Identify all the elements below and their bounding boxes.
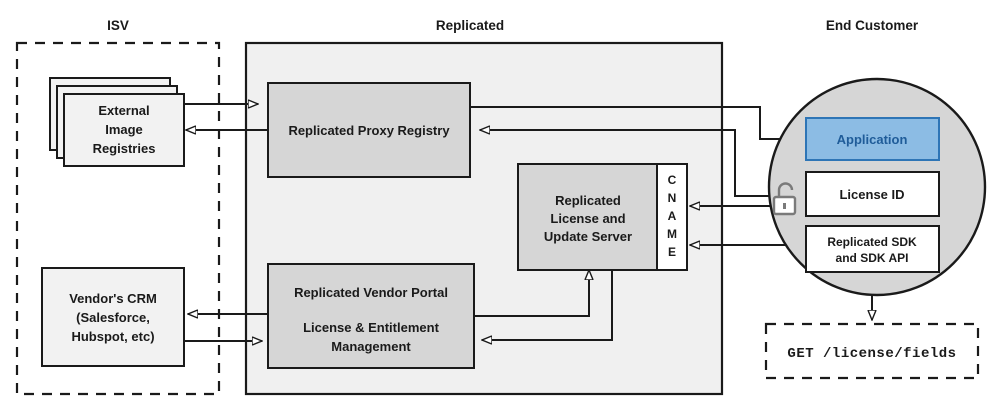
license-id-label: License ID xyxy=(839,187,904,202)
registries-line-1: External xyxy=(98,103,149,118)
edge-update-server-to-vendor-portal xyxy=(482,270,613,340)
replicated-zone-title: Replicated xyxy=(436,18,504,33)
isv-container xyxy=(15,41,221,396)
license-id-node[interactable]: License ID xyxy=(805,171,940,217)
application-node[interactable]: Application xyxy=(805,117,940,161)
vendor-portal-line-3: Management xyxy=(331,339,411,354)
edge-application-to-proxy xyxy=(480,130,782,197)
cname-letter-a: A xyxy=(668,209,677,223)
vendor-portal-box xyxy=(267,263,475,369)
vendor-portal-line-2: License & Entitlement xyxy=(303,320,439,335)
cname-badge xyxy=(656,163,688,271)
sdk-line-1: Replicated SDK xyxy=(827,235,917,249)
replicated-sdk-box xyxy=(805,225,940,273)
license-id-box xyxy=(805,171,940,217)
external-image-registries-node[interactable]: External Image Registries xyxy=(49,77,185,167)
replicated-license-and-update-server-node[interactable]: Replicated License and Update Server C N… xyxy=(517,163,688,271)
connectors xyxy=(183,104,872,341)
padlock-keyhole xyxy=(783,203,786,209)
api-call-dashed-box xyxy=(764,322,980,380)
registries-line-3: Registries xyxy=(93,141,156,156)
vendors-crm-box xyxy=(41,267,185,367)
replicated-proxy-registry-node[interactable]: Replicated Proxy Registry xyxy=(267,82,471,178)
application-box xyxy=(805,117,940,161)
replicated-proxy-registry-box xyxy=(267,82,471,178)
vendors-crm-node[interactable]: Vendor's CRM (Salesforce, Hubspot, etc) xyxy=(41,267,185,367)
api-call-label: GET /license/fields xyxy=(787,346,956,362)
replicated-sdk-node[interactable]: Replicated SDK and SDK API xyxy=(805,225,940,273)
update-server-line-3: Update Server xyxy=(544,229,632,244)
update-server-line-1: Replicated xyxy=(555,193,621,208)
crm-line-3: Hubspot, etc) xyxy=(71,329,154,344)
cname-letter-e: E xyxy=(668,245,676,259)
replicated-vendor-portal-node[interactable]: Replicated Vendor Portal License & Entit… xyxy=(267,263,475,369)
proxy-registry-label: Replicated Proxy Registry xyxy=(288,123,450,138)
cname-letter-c: C xyxy=(668,173,677,187)
isv-zone-title: ISV xyxy=(107,18,129,33)
unlocked-padlock-icon xyxy=(772,182,797,216)
cname-letter-n: N xyxy=(668,191,677,205)
edge-vendor-portal-to-update-server xyxy=(474,270,589,317)
registries-line-2: Image xyxy=(105,122,143,137)
api-call-node[interactable]: GET /license/fields xyxy=(764,322,980,380)
application-label: Application xyxy=(837,132,908,147)
end-customer-zone-title: End Customer xyxy=(826,18,919,33)
vendor-portal-title: Replicated Vendor Portal xyxy=(294,285,448,300)
cname-letter-m: M xyxy=(667,227,677,241)
registry-stack-front xyxy=(63,93,185,167)
crm-line-2: (Salesforce, xyxy=(76,310,150,325)
padlock-shackle xyxy=(777,182,794,197)
crm-line-1: Vendor's CRM xyxy=(69,291,157,306)
update-server-line-2: License and xyxy=(550,211,625,226)
sdk-line-2: and SDK API xyxy=(836,251,909,265)
